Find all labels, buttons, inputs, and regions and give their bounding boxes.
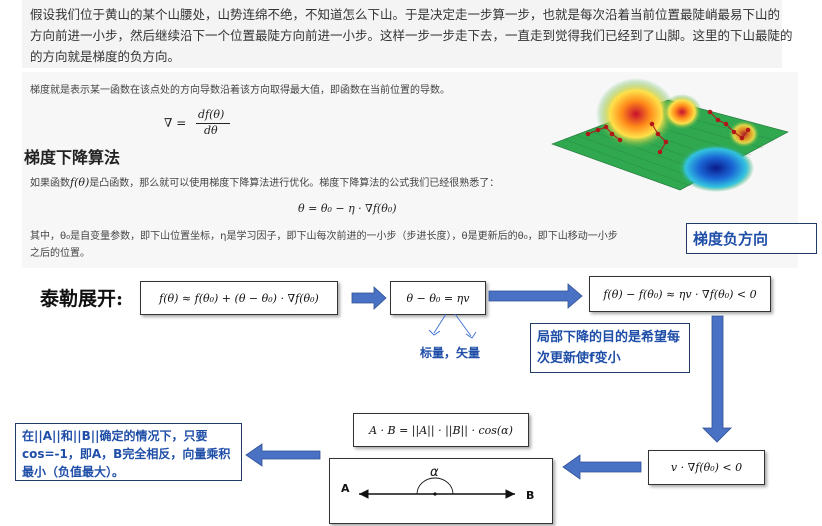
conclusion-text: 在||A||和||B||确定的情况下，只要cos=-1，即A，B完全相反，向量乘… [22, 429, 231, 479]
algo-where-line-2: 之后的位置。 [30, 248, 90, 259]
angle-arc [416, 477, 454, 495]
gradient-formula: ∇ = df(θ) dθ [164, 108, 254, 138]
update-formula: θ = θ₀ − η · ∇f(θ₀) [298, 202, 397, 215]
gradient-negative-label: 梯度负方向 [686, 223, 817, 254]
conclusion-box: 在||A||和||B||确定的情况下，只要cos=-1，即A，B完全相反，向量乘… [15, 423, 242, 481]
algo-text-post: 是凸函数，那么就可以使用梯度下降算法进行优化。梯度下降算法的公式我们已经很熟悉了… [89, 178, 500, 189]
vector-b-label: B [526, 489, 534, 502]
vector-origin [433, 492, 437, 496]
dot-product-box: A · B = ||A|| · ||B|| · cos(α) [353, 413, 529, 447]
taylor-equation: f(θ) ≈ f(θ₀) + (θ − θ₀) · ∇f(θ₀) [159, 291, 319, 305]
flow-arrow-right-1 [351, 286, 387, 310]
gradient-formula-lhs: ∇ = [164, 116, 187, 130]
intro-line-2: 方向前进一小步，然后继续沿下一个位置最陡方向前进一小步。这样一步一步走下去，一直… [30, 28, 793, 43]
flow-arrow-right-2 [488, 283, 583, 309]
intro-line-3: 的方向就是梯度的负方向。 [30, 49, 181, 64]
dot-product-equation: A · B = ||A|| · ||B|| · cos(α) [369, 423, 513, 437]
fraction-bar [196, 123, 230, 124]
goal-note-text: 局部下降的目的是希望每次更新使f变小 [537, 330, 681, 366]
gradient-definition: 梯度就是表示某一函数在该点处的方向导数沿着该方向取得最大值，即函数在当前位置的导… [30, 85, 450, 96]
gradient-formula-den: dθ [204, 124, 218, 137]
scalar-vector-label: 标量，矢量 [420, 346, 481, 360]
gradient-surface-image [551, 78, 789, 192]
vector-a-label: A [341, 482, 350, 495]
step-equation-box: θ − θ₀ = ηv [390, 281, 486, 315]
alpha-label: α [430, 465, 439, 480]
flow-arrow-left-1 [562, 454, 642, 480]
vector-diagram: α A B [341, 465, 534, 502]
direction-equation: v · ∇f(θ₀) < 0 [670, 461, 743, 474]
difference-equation: f(θ) − f(θ₀) ≈ ηv · ∇f(θ₀) < 0 [603, 287, 757, 301]
flow-arrow-left-2 [245, 443, 321, 467]
algo-text-f: f(θ) [70, 176, 90, 189]
section-title: 梯度下降算法 [24, 148, 121, 167]
taylor-equation-box: f(θ) ≈ f(θ₀) + (θ − θ₀) · ∇f(θ₀) [140, 281, 338, 315]
goal-note-box: 局部下降的目的是希望每次更新使f变小 [530, 323, 690, 373]
algo-where-line-1: 其中，θ₀是自变量参数，即下山位置坐标，η是学习因子，即下山每次前进的一小步（步… [30, 231, 618, 242]
taylor-label: 泰勒展开: [40, 288, 124, 310]
flow-arrow-down [702, 315, 732, 443]
gradient-negative-text: 梯度负方向 [693, 230, 769, 248]
pointer-lines [428, 313, 477, 339]
direction-equation-box: v · ∇f(θ₀) < 0 [648, 450, 765, 485]
intro-line-1: 假设我们位于黄山的某个山腰处，山势连绵不绝，不知道怎么下山。于是决定走一步算一步… [30, 7, 781, 22]
algo-text-pre: 如果函数 [30, 178, 70, 189]
step-equation: θ − θ₀ = ηv [406, 291, 470, 305]
algo-intro: 如果函数f(θ)是凸函数，那么就可以使用梯度下降算法进行优化。梯度下降算法的公式… [30, 174, 499, 192]
intro-panel [22, 0, 782, 68]
gradient-formula-num: df(θ) [198, 108, 225, 121]
difference-equation-box: f(θ) − f(θ₀) ≈ ηv · ∇f(θ₀) < 0 [589, 276, 771, 312]
